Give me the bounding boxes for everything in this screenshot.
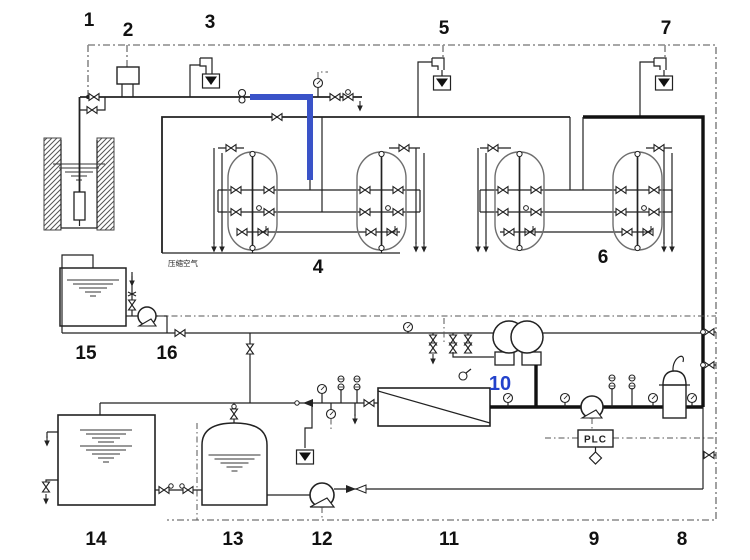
- flow-arrow: [303, 399, 313, 407]
- dosing-instrument: [353, 375, 361, 391]
- label-7: 7: [661, 18, 672, 39]
- label-10: 10: [489, 373, 511, 395]
- filter-group-6: [474, 143, 676, 254]
- drain-funnel-3: [189, 57, 221, 97]
- highlighted-pipe: [250, 94, 313, 190]
- label-2: 2: [123, 20, 134, 41]
- deep-well-1: [43, 97, 115, 231]
- sample-point-arrow: [356, 100, 364, 113]
- pump-12: [196, 423, 703, 520]
- funnel-icon: [295, 449, 315, 465]
- funnel-icon: [654, 75, 674, 91]
- pump-9: [579, 395, 604, 430]
- label-12: 12: [311, 529, 332, 550]
- plc-controller: PLC: [545, 429, 716, 465]
- flow-meter: [237, 88, 247, 98]
- submersible-pump: [73, 191, 86, 221]
- quality-sensor: [608, 374, 616, 390]
- quality-sensor: [628, 374, 636, 390]
- air-line-annotation: 压缩空气: [168, 258, 198, 268]
- dosing-tank-13: [155, 403, 268, 506]
- filter-vessel: [357, 151, 406, 250]
- label-15: 15: [75, 343, 97, 364]
- dosing-instrument: [337, 375, 345, 391]
- label-9: 9: [589, 529, 600, 550]
- label-5: 5: [439, 18, 450, 39]
- raw-water-line: [80, 71, 364, 115]
- tank-14: [41, 403, 156, 506]
- drain-funnel-5: [417, 57, 452, 117]
- label-16: 16: [156, 343, 177, 364]
- distribution-headers: [161, 112, 705, 407]
- filter-vessel: [228, 151, 277, 250]
- diamond-icon: [588, 451, 603, 465]
- funnel-icon: [201, 73, 221, 89]
- equipment-number-labels: 1 2 3 5 7 4 6 15 16 10 14 13 12 11 9 8 压…: [75, 10, 687, 550]
- supply-branches: [700, 327, 716, 489]
- filter-vessel: [495, 151, 544, 250]
- label-11: 11: [439, 529, 460, 550]
- label-6: 6: [598, 247, 609, 268]
- tank-15: [59, 254, 127, 333]
- label-4: 4: [313, 257, 324, 278]
- filter-group-4: [210, 143, 428, 254]
- control-box-2: [116, 66, 140, 97]
- label-1: 1: [84, 10, 95, 31]
- drain-funnel-7: [639, 57, 674, 117]
- pressure-gauge: [312, 77, 324, 89]
- twin-filter-10: [492, 320, 544, 407]
- pump-16: [126, 272, 168, 333]
- funnel-icon: [432, 75, 452, 91]
- label-3: 3: [205, 12, 216, 33]
- label-13: 13: [222, 529, 243, 550]
- transfer-line: [62, 318, 703, 403]
- label-14: 14: [85, 529, 107, 550]
- membrane-module-11: [100, 375, 491, 465]
- label-8: 8: [677, 529, 688, 550]
- filter-vessel: [613, 151, 662, 250]
- cartridge-filter-8: [659, 355, 690, 419]
- plant-boundary-dashed: [87, 44, 717, 521]
- plc-label: PLC: [584, 435, 607, 446]
